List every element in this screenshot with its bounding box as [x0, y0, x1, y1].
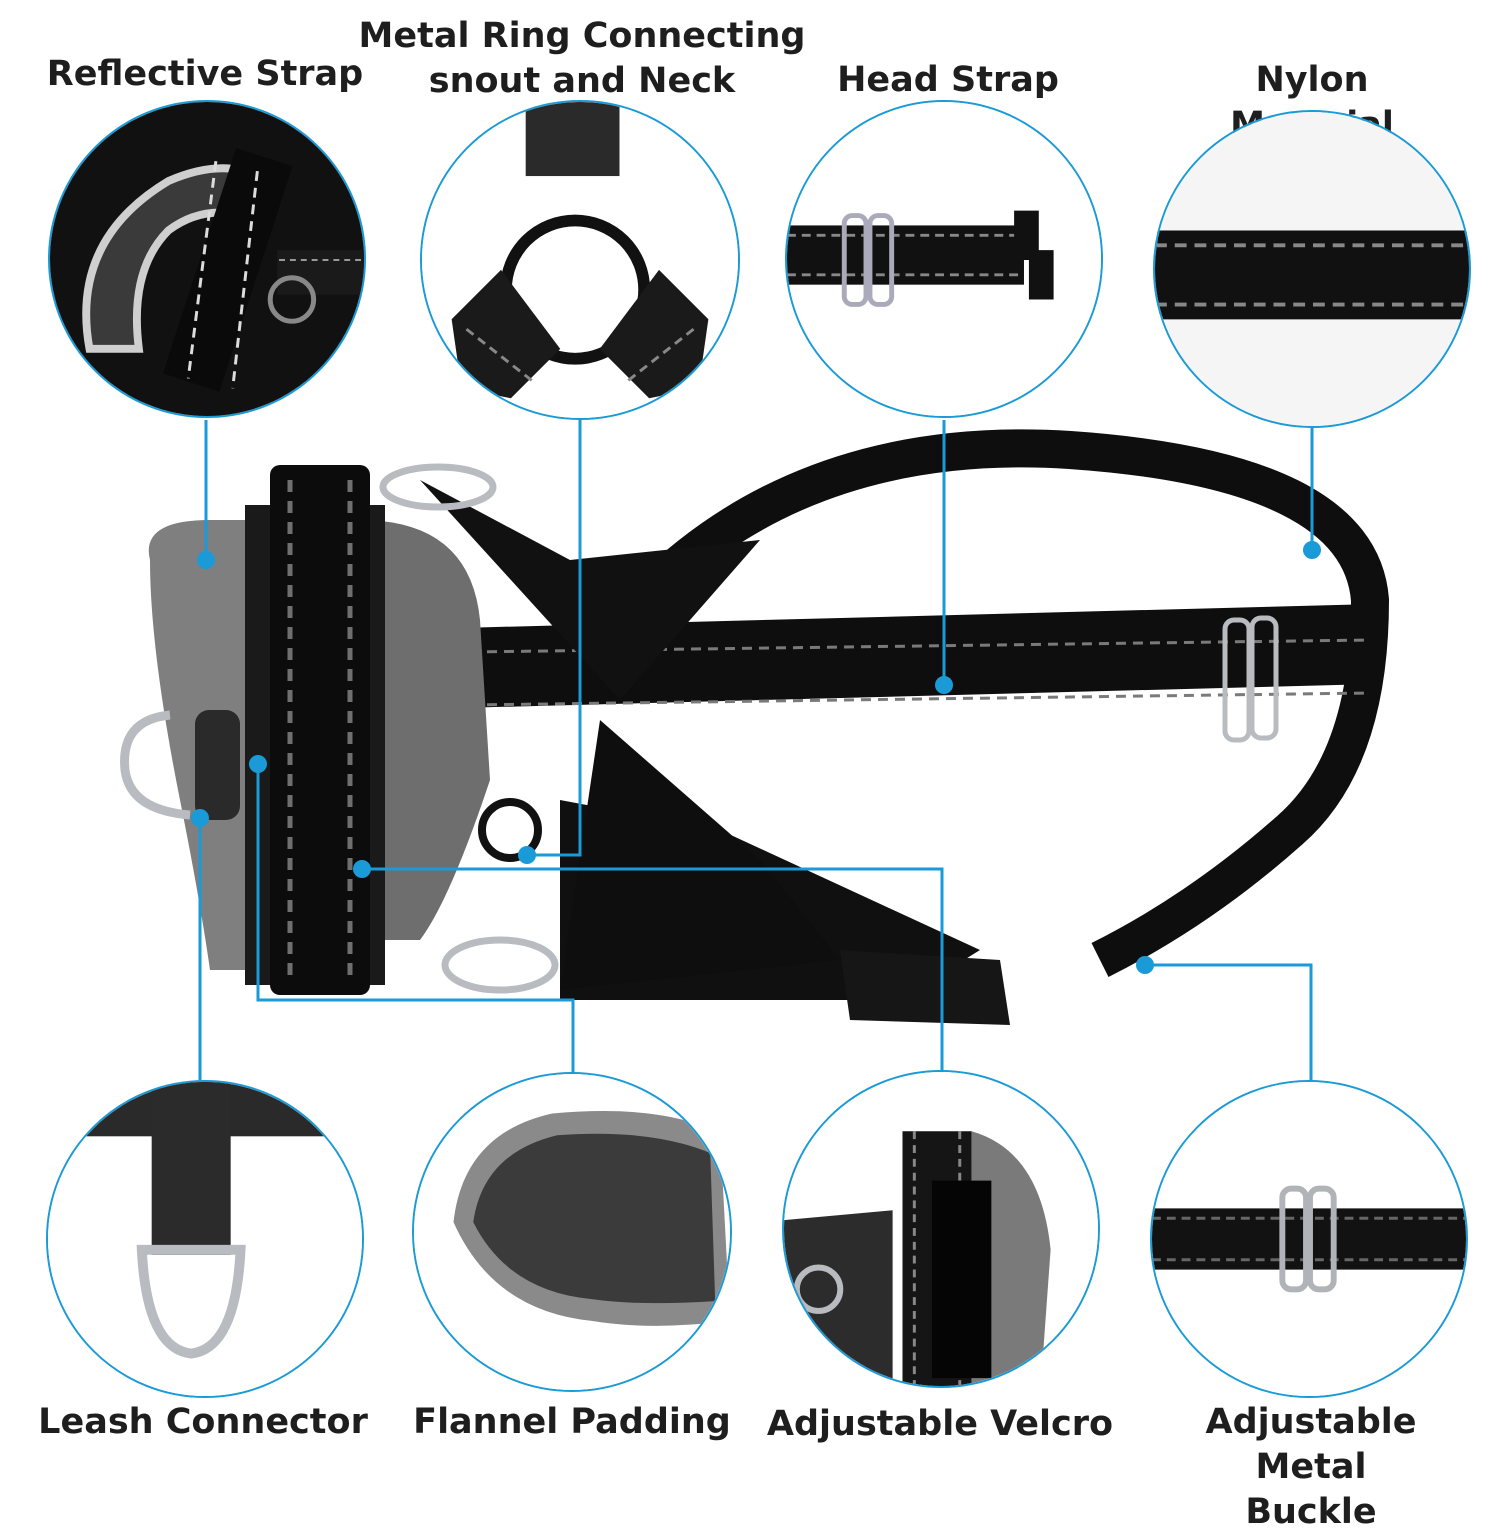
flannel-padding-photo — [414, 1074, 730, 1390]
label-reflective-strap: Reflective Strap — [46, 54, 364, 94]
callout-dot-leash-connector — [191, 809, 209, 827]
detail-circle-reflective-strap — [48, 100, 366, 418]
metal-ring-photo — [422, 102, 738, 418]
label-adjustable-velcro: Adjustable Velcro — [766, 1404, 1114, 1444]
adjustable-metal-buckle-photo — [1152, 1082, 1466, 1396]
callout-lines — [198, 420, 1314, 1080]
label-flannel-padding: Flannel Padding — [413, 1402, 731, 1442]
harness-illustration — [120, 429, 1390, 1025]
label-head-strap: Head Strap — [837, 60, 1059, 100]
nylon-material-photo — [1155, 112, 1469, 426]
callout-dot-nylon-material — [1303, 541, 1321, 559]
callout-dot-head-strap — [935, 676, 953, 694]
harness-diagram — [120, 420, 1390, 1080]
detail-circle-adjustable-metal-buckle — [1150, 1080, 1468, 1398]
detail-circle-flannel-padding — [412, 1072, 732, 1392]
detail-circle-metal-ring — [420, 100, 740, 420]
detail-circle-head-strap — [785, 100, 1103, 418]
callout-dot-metal-ring — [518, 846, 536, 864]
head-strap-photo — [787, 102, 1101, 416]
label-metal-ring: Metal Ring Connecting snout and Neck — [358, 16, 806, 101]
reflective-strap-photo — [50, 102, 364, 416]
callout-dots — [191, 541, 1321, 974]
callout-dot-reflective-strap — [197, 551, 215, 569]
callout-dot-flannel-padding — [249, 755, 267, 773]
callout-dot-adjustable-velcro — [353, 860, 371, 878]
callout-dot-adjustable-metal-buckle — [1136, 956, 1154, 974]
label-leash-connector: Leash Connector — [38, 1402, 368, 1442]
detail-circle-nylon-material — [1153, 110, 1471, 428]
